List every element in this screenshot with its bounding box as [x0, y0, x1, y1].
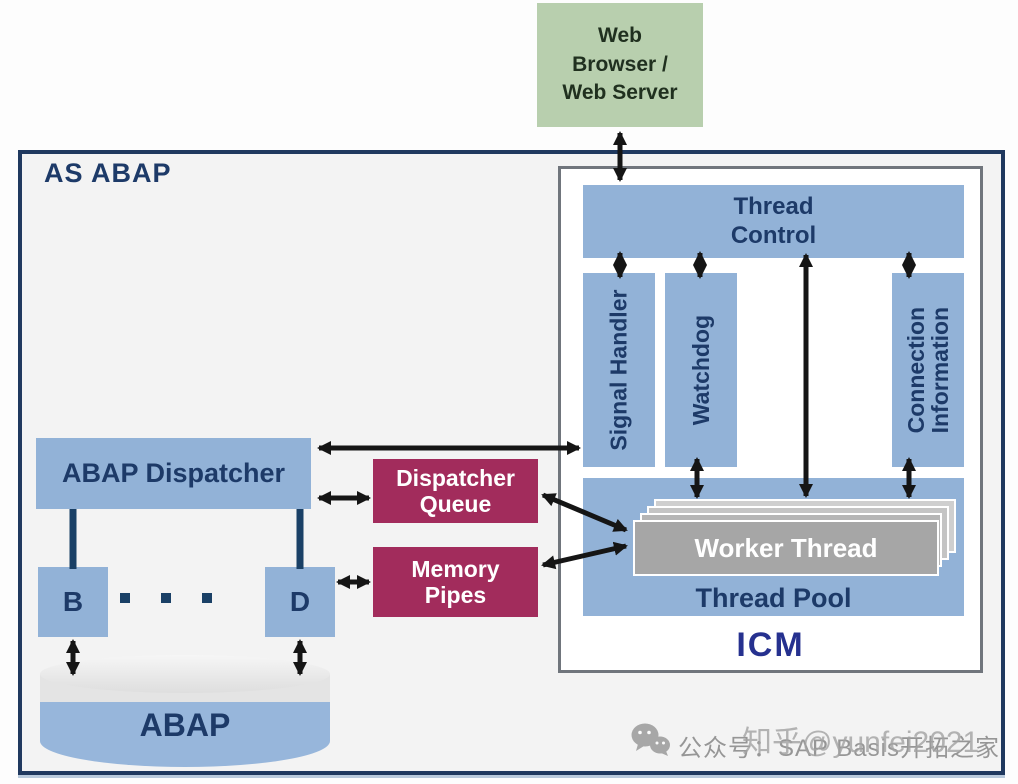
abap-database-label: ABAP — [139, 707, 231, 743]
worker-thread-node: Worker Thread — [633, 520, 939, 576]
zhihu-watermark: 知乎@yunfei2021 — [742, 726, 980, 759]
dispatcher-queue-node: Dispatcher Queue — [373, 459, 538, 523]
web-browser-node: Web Browser / Web Server — [537, 3, 703, 127]
as-abap-title: AS ABAP — [44, 158, 172, 188]
work-process-ellipsis — [120, 593, 212, 603]
database-cylinder-top — [40, 655, 330, 693]
memory-pipes-node: Memory Pipes — [373, 547, 538, 617]
thread-control-node: Thread Control — [583, 185, 964, 258]
work-process-d-node: D — [265, 567, 335, 637]
watchdog-node: Watchdog — [665, 273, 737, 467]
wechat-watermark: 公众号：SAP Basis开拓之家 — [678, 735, 1000, 762]
wechat-icon — [631, 723, 670, 756]
signal-handler-node: Signal Handler — [583, 273, 655, 467]
watchdog-label: Watchdog — [687, 314, 714, 426]
thread-pool-label: Thread Pool — [695, 583, 852, 613]
connection-information-node: Connection Information — [892, 273, 964, 467]
icm-title: ICM — [736, 626, 805, 664]
abap-dispatcher-node: ABAP Dispatcher — [36, 438, 311, 509]
signal-handler-label: Signal Handler — [605, 289, 632, 451]
abap-database: ABAP — [40, 655, 330, 767]
connection-information-label: Connection Information — [902, 306, 953, 434]
work-process-b-node: B — [38, 567, 108, 637]
